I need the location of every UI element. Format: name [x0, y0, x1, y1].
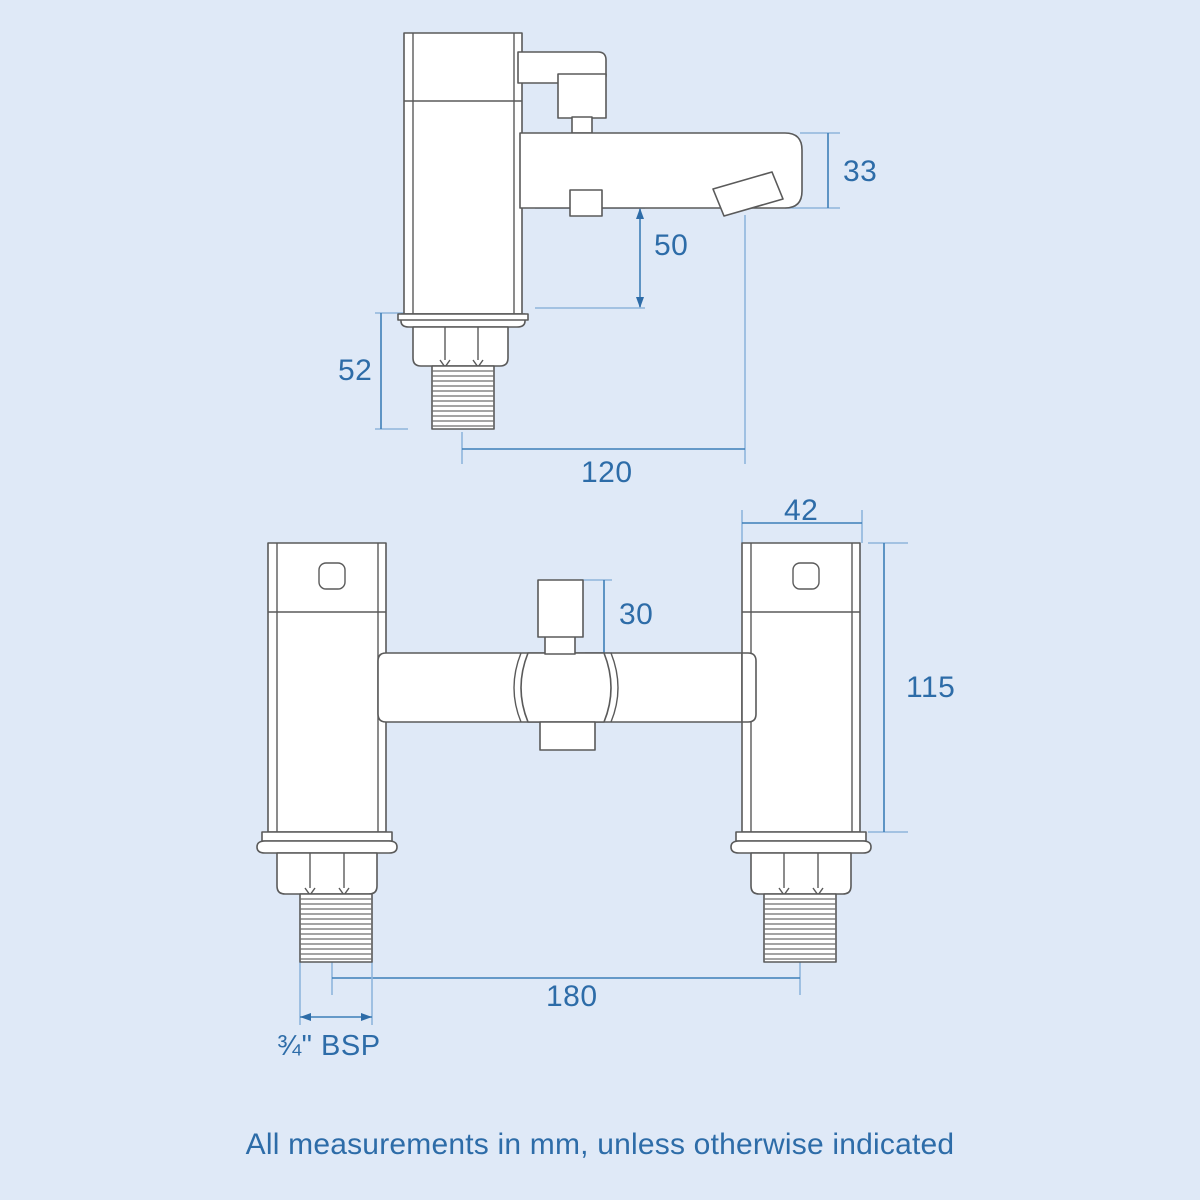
- dimension-label-30: 30: [619, 598, 654, 631]
- front-elevation-view: [256, 510, 908, 1025]
- measurement-units-caption: All measurements in mm, unless otherwise…: [245, 1128, 955, 1161]
- dimension-label-33: 33: [843, 155, 878, 188]
- dimension-label-50: 50: [654, 229, 689, 262]
- dimension-label-bsp-thread: ¾" BSP: [277, 1030, 381, 1062]
- dimension-label-42: 42: [784, 494, 819, 527]
- dimension-label-115: 115: [906, 671, 956, 704]
- dimension-label-52: 52: [338, 354, 373, 387]
- side-view-dimensions: [375, 132, 840, 464]
- handle-marker-right: [792, 562, 820, 590]
- side-elevation-view: [375, 32, 840, 464]
- thread-hatching: [432, 370, 494, 427]
- handle-marker-left: [318, 562, 346, 590]
- dimension-label-180: 180: [546, 980, 598, 1013]
- dimension-label-120: 120: [581, 456, 633, 489]
